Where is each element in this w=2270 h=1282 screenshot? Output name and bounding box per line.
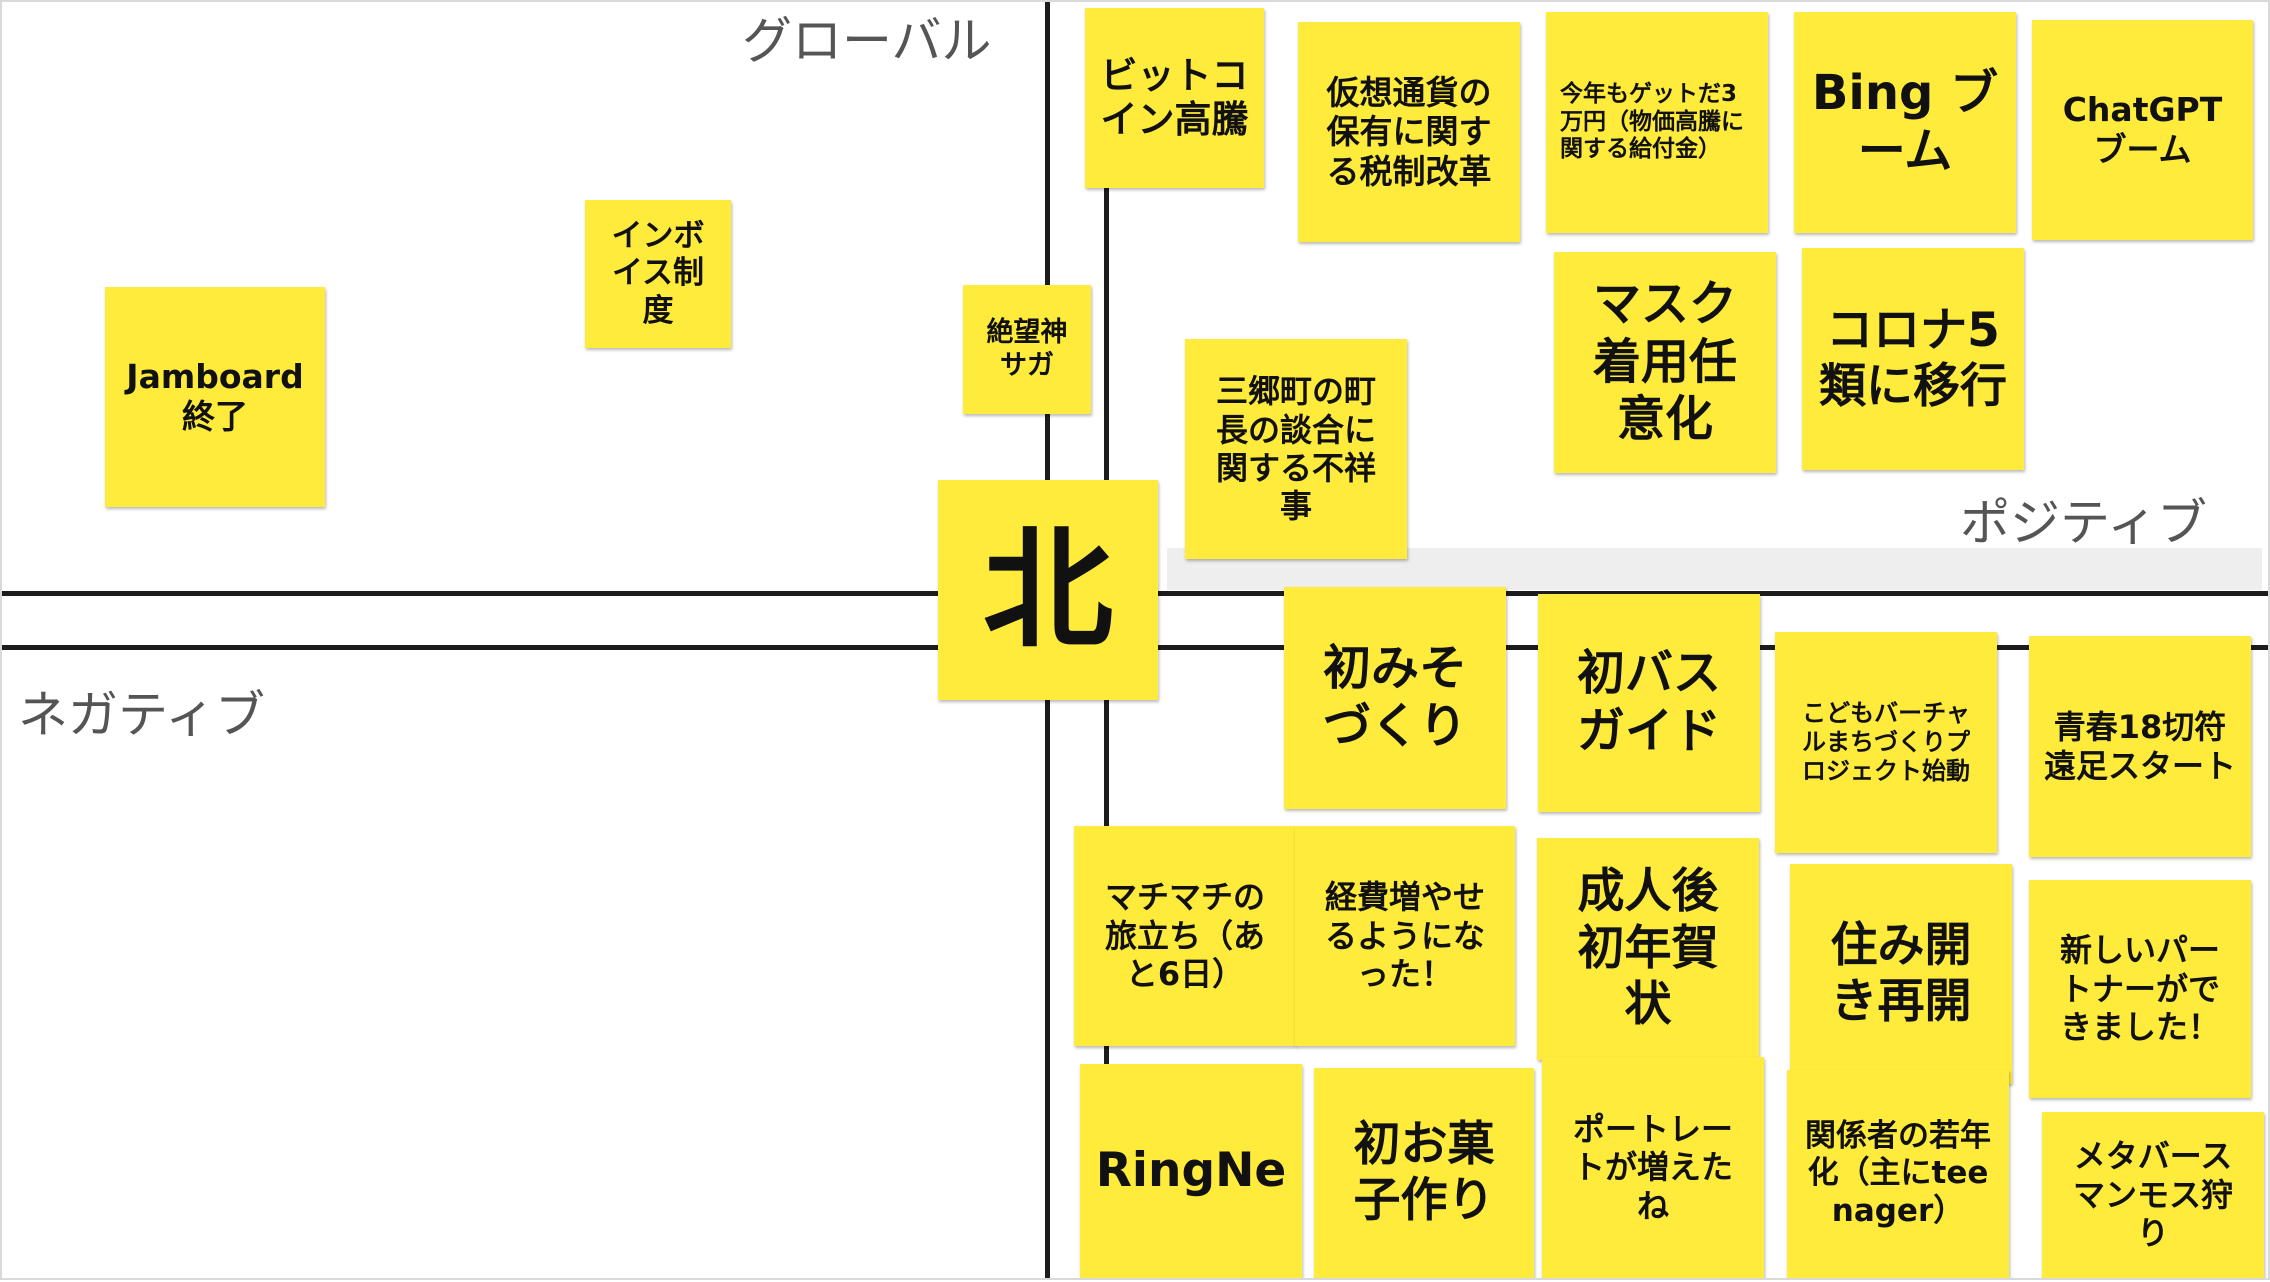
- sticky-note-partner[interactable]: 新しいパートナーができました！: [2029, 880, 2251, 1098]
- sticky-note-teenager[interactable]: 関係者の若年化（主にteenager）: [1787, 1070, 2009, 1278]
- sticky-note-bus[interactable]: 初バスガイド: [1538, 594, 1760, 812]
- sticky-note-nengajo[interactable]: 成人後初年賀状: [1537, 838, 1759, 1060]
- sticky-note-machimachi[interactable]: マチマチの旅立ち（あと6日）: [1074, 826, 1296, 1046]
- sticky-note-expenses[interactable]: 経費増やせるようになった！: [1295, 826, 1515, 1046]
- sticky-note-virtual-town[interactable]: こどもバーチャルまちづくりプロジェクト始動: [1775, 632, 1997, 853]
- sticky-note-bing[interactable]: Bing ブーム: [1794, 12, 2016, 233]
- sticky-note-miso[interactable]: 初みそづくり: [1284, 587, 1506, 809]
- sticky-note-ringne[interactable]: RingNe: [1080, 1064, 1302, 1278]
- sticky-note-okashi[interactable]: 初お菓子作り: [1314, 1068, 1534, 1278]
- sticky-note-zetsubou[interactable]: 絶望神サガ: [963, 285, 1091, 414]
- sticky-note-invoice[interactable]: インボイス制度: [585, 200, 731, 348]
- sticky-note-mask[interactable]: マスク着用任意化: [1554, 252, 1776, 473]
- sticky-note-bitcoin[interactable]: ビットコイン高騰: [1085, 8, 1264, 188]
- center-note-kita[interactable]: 北: [938, 480, 1158, 700]
- axis-label-global: グローバル: [742, 12, 992, 70]
- axis-label-negative: ネガティブ: [18, 686, 265, 744]
- sticky-note-metaverse[interactable]: メタバースマンモス狩り: [2042, 1112, 2264, 1278]
- sticky-note-corona[interactable]: コロナ5類に移行: [1802, 248, 2024, 470]
- sticky-note-benefit[interactable]: 今年もゲットだ3万円（物価高騰に関する給付金）: [1546, 12, 1768, 233]
- sticky-note-misato[interactable]: 三郷町の町長の談合に関する不祥事: [1185, 339, 1407, 559]
- sticky-note-chatgpt[interactable]: ChatGPT ブーム: [2032, 20, 2253, 240]
- sticky-note-seishun[interactable]: 青春18切符遠足スタート: [2029, 636, 2251, 857]
- sticky-note-crypto-tax[interactable]: 仮想通貨の保有に関する税制改革: [1298, 22, 1520, 242]
- vertical-axis-line-right: [1104, 182, 1109, 1278]
- sticky-note-portrait[interactable]: ポートレートが増えたね: [1542, 1057, 1764, 1278]
- axis-label-positive: ポジティブ: [1960, 494, 2207, 552]
- sticky-note-jamboard[interactable]: Jamboard 終了: [105, 287, 325, 507]
- sticky-note-sumibiraki[interactable]: 住み開き再開: [1790, 864, 2012, 1084]
